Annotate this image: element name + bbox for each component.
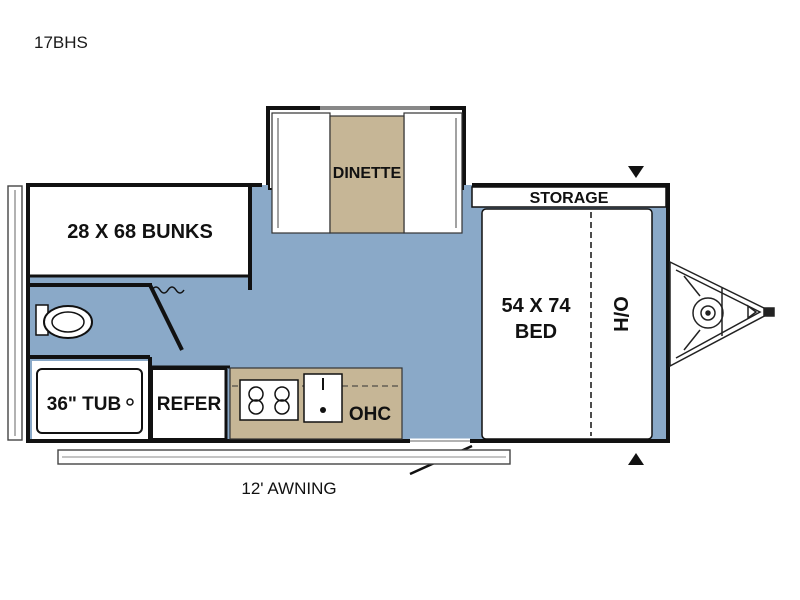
overhead-label: O/H bbox=[609, 296, 631, 332]
tub-label: 36" TUB bbox=[47, 394, 121, 415]
rear-bumper bbox=[7, 185, 23, 441]
hitch-icon bbox=[669, 260, 775, 368]
axle-marker-top-icon bbox=[628, 166, 644, 178]
axle-marker-bottom-icon bbox=[628, 453, 644, 465]
bath-door-icon bbox=[148, 284, 184, 351]
ohc-label: OHC bbox=[349, 404, 392, 425]
drain-icon bbox=[126, 398, 134, 406]
dinette-label: DINETTE bbox=[333, 165, 402, 182]
tub: 36" TUB bbox=[32, 361, 148, 439]
bed-size-label: 54 X 74 bbox=[502, 295, 572, 317]
awning-label: 12' AWNING bbox=[241, 479, 336, 498]
sink-icon bbox=[303, 373, 343, 423]
door-curtain-icon bbox=[151, 286, 185, 294]
exterior-walls bbox=[26, 183, 670, 443]
bunks-room: 28 X 68 BUNKS bbox=[28, 185, 252, 290]
dinette: DINETTE bbox=[271, 112, 463, 234]
bed-label: BED bbox=[515, 321, 557, 343]
toilet-icon bbox=[35, 304, 93, 339]
storage-label: STORAGE bbox=[530, 190, 609, 207]
kitchen-counter: OHC bbox=[229, 367, 403, 440]
model-label: 17BHS bbox=[34, 33, 88, 52]
bedroom: STORAGE 54 X 74 BED O/H bbox=[471, 186, 667, 440]
refer-label: REFER bbox=[157, 394, 222, 415]
stove-icon bbox=[239, 379, 299, 421]
refrigerator: REFER bbox=[148, 357, 230, 441]
awning bbox=[57, 449, 511, 465]
bunks-label: 28 X 68 BUNKS bbox=[67, 221, 213, 243]
